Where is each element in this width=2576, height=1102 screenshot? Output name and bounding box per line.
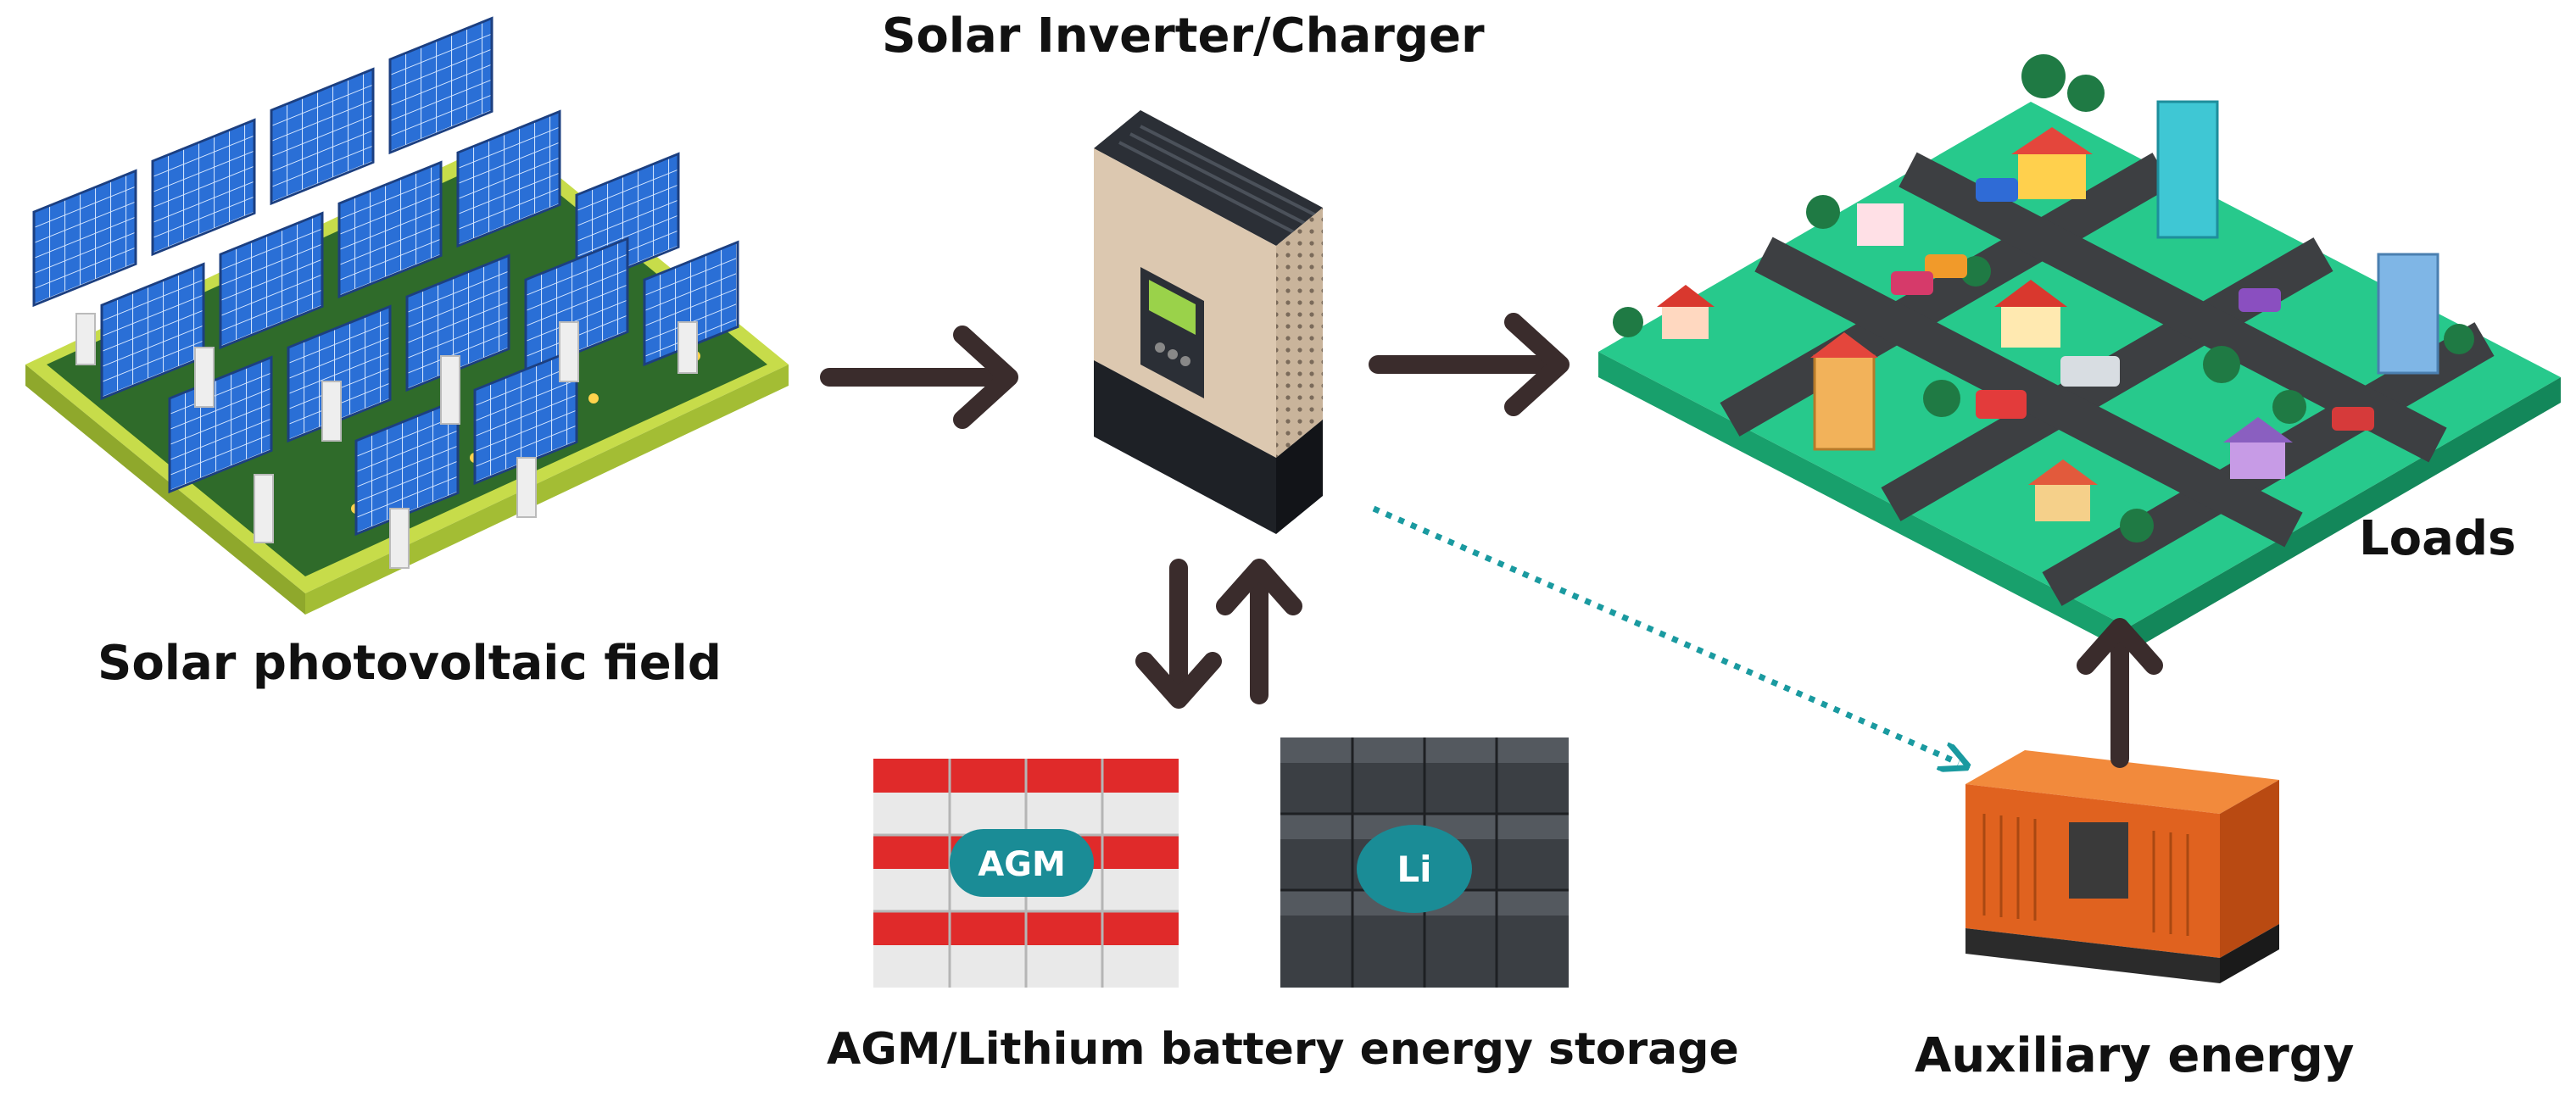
generator-illustration [1965,750,2279,983]
pv-field-illustration [25,16,789,615]
pv-panel [388,16,493,155]
dotted-arrow-inverter-to-auxiliary [1372,505,1959,763]
pv-field-label: Solar photovoltaic field [98,636,722,691]
arrow-inverter-to-loads [1369,313,1570,416]
pv-panel [456,109,561,248]
city-buildings [1657,100,2439,521]
lithium-battery-stack: Li [1280,737,1569,988]
arrow-battery-to-inverter [1216,559,1302,704]
li-badge-label: Li [1397,849,1431,890]
building [1813,354,1876,451]
pv-panel [270,67,375,206]
pv-panel-array [32,16,739,537]
building [2001,305,2060,348]
loads-label: Loads [2359,511,2517,566]
pv-panel [151,118,256,257]
city-loads-illustration [1598,54,2561,653]
agm-battery-stack: AGM [873,759,1179,988]
arrow-auxiliary-to-loads [2077,618,2163,768]
arrow-pv-to-inverter [820,326,1018,429]
li-badge: Li [1357,825,1472,913]
inverter-label: Solar Inverter/Charger [882,8,1485,64]
building [1857,203,1904,246]
arrow-inverter-to-battery [1135,559,1222,709]
pv-panel [100,262,205,401]
pv-panel [32,169,137,308]
inverter-illustration [1094,110,1323,534]
pv-panel [337,160,443,299]
building [2377,253,2439,375]
inverter-display-panel [1140,267,1204,398]
building [2156,100,2219,239]
agm-badge: AGM [950,829,1094,897]
building [2230,441,2285,479]
building [2018,153,2086,199]
city-vehicles [1891,178,2374,431]
building [2035,483,2090,521]
pv-posts [75,313,698,569]
pv-panel [219,211,324,350]
building [1662,305,1709,339]
agm-badge-label: AGM [978,845,1066,884]
auxiliary-energy-label: Auxiliary energy [1915,1028,2355,1083]
battery-storage-label: AGM/Lithium battery energy storage [827,1024,1739,1075]
city-trees [1613,54,2474,543]
